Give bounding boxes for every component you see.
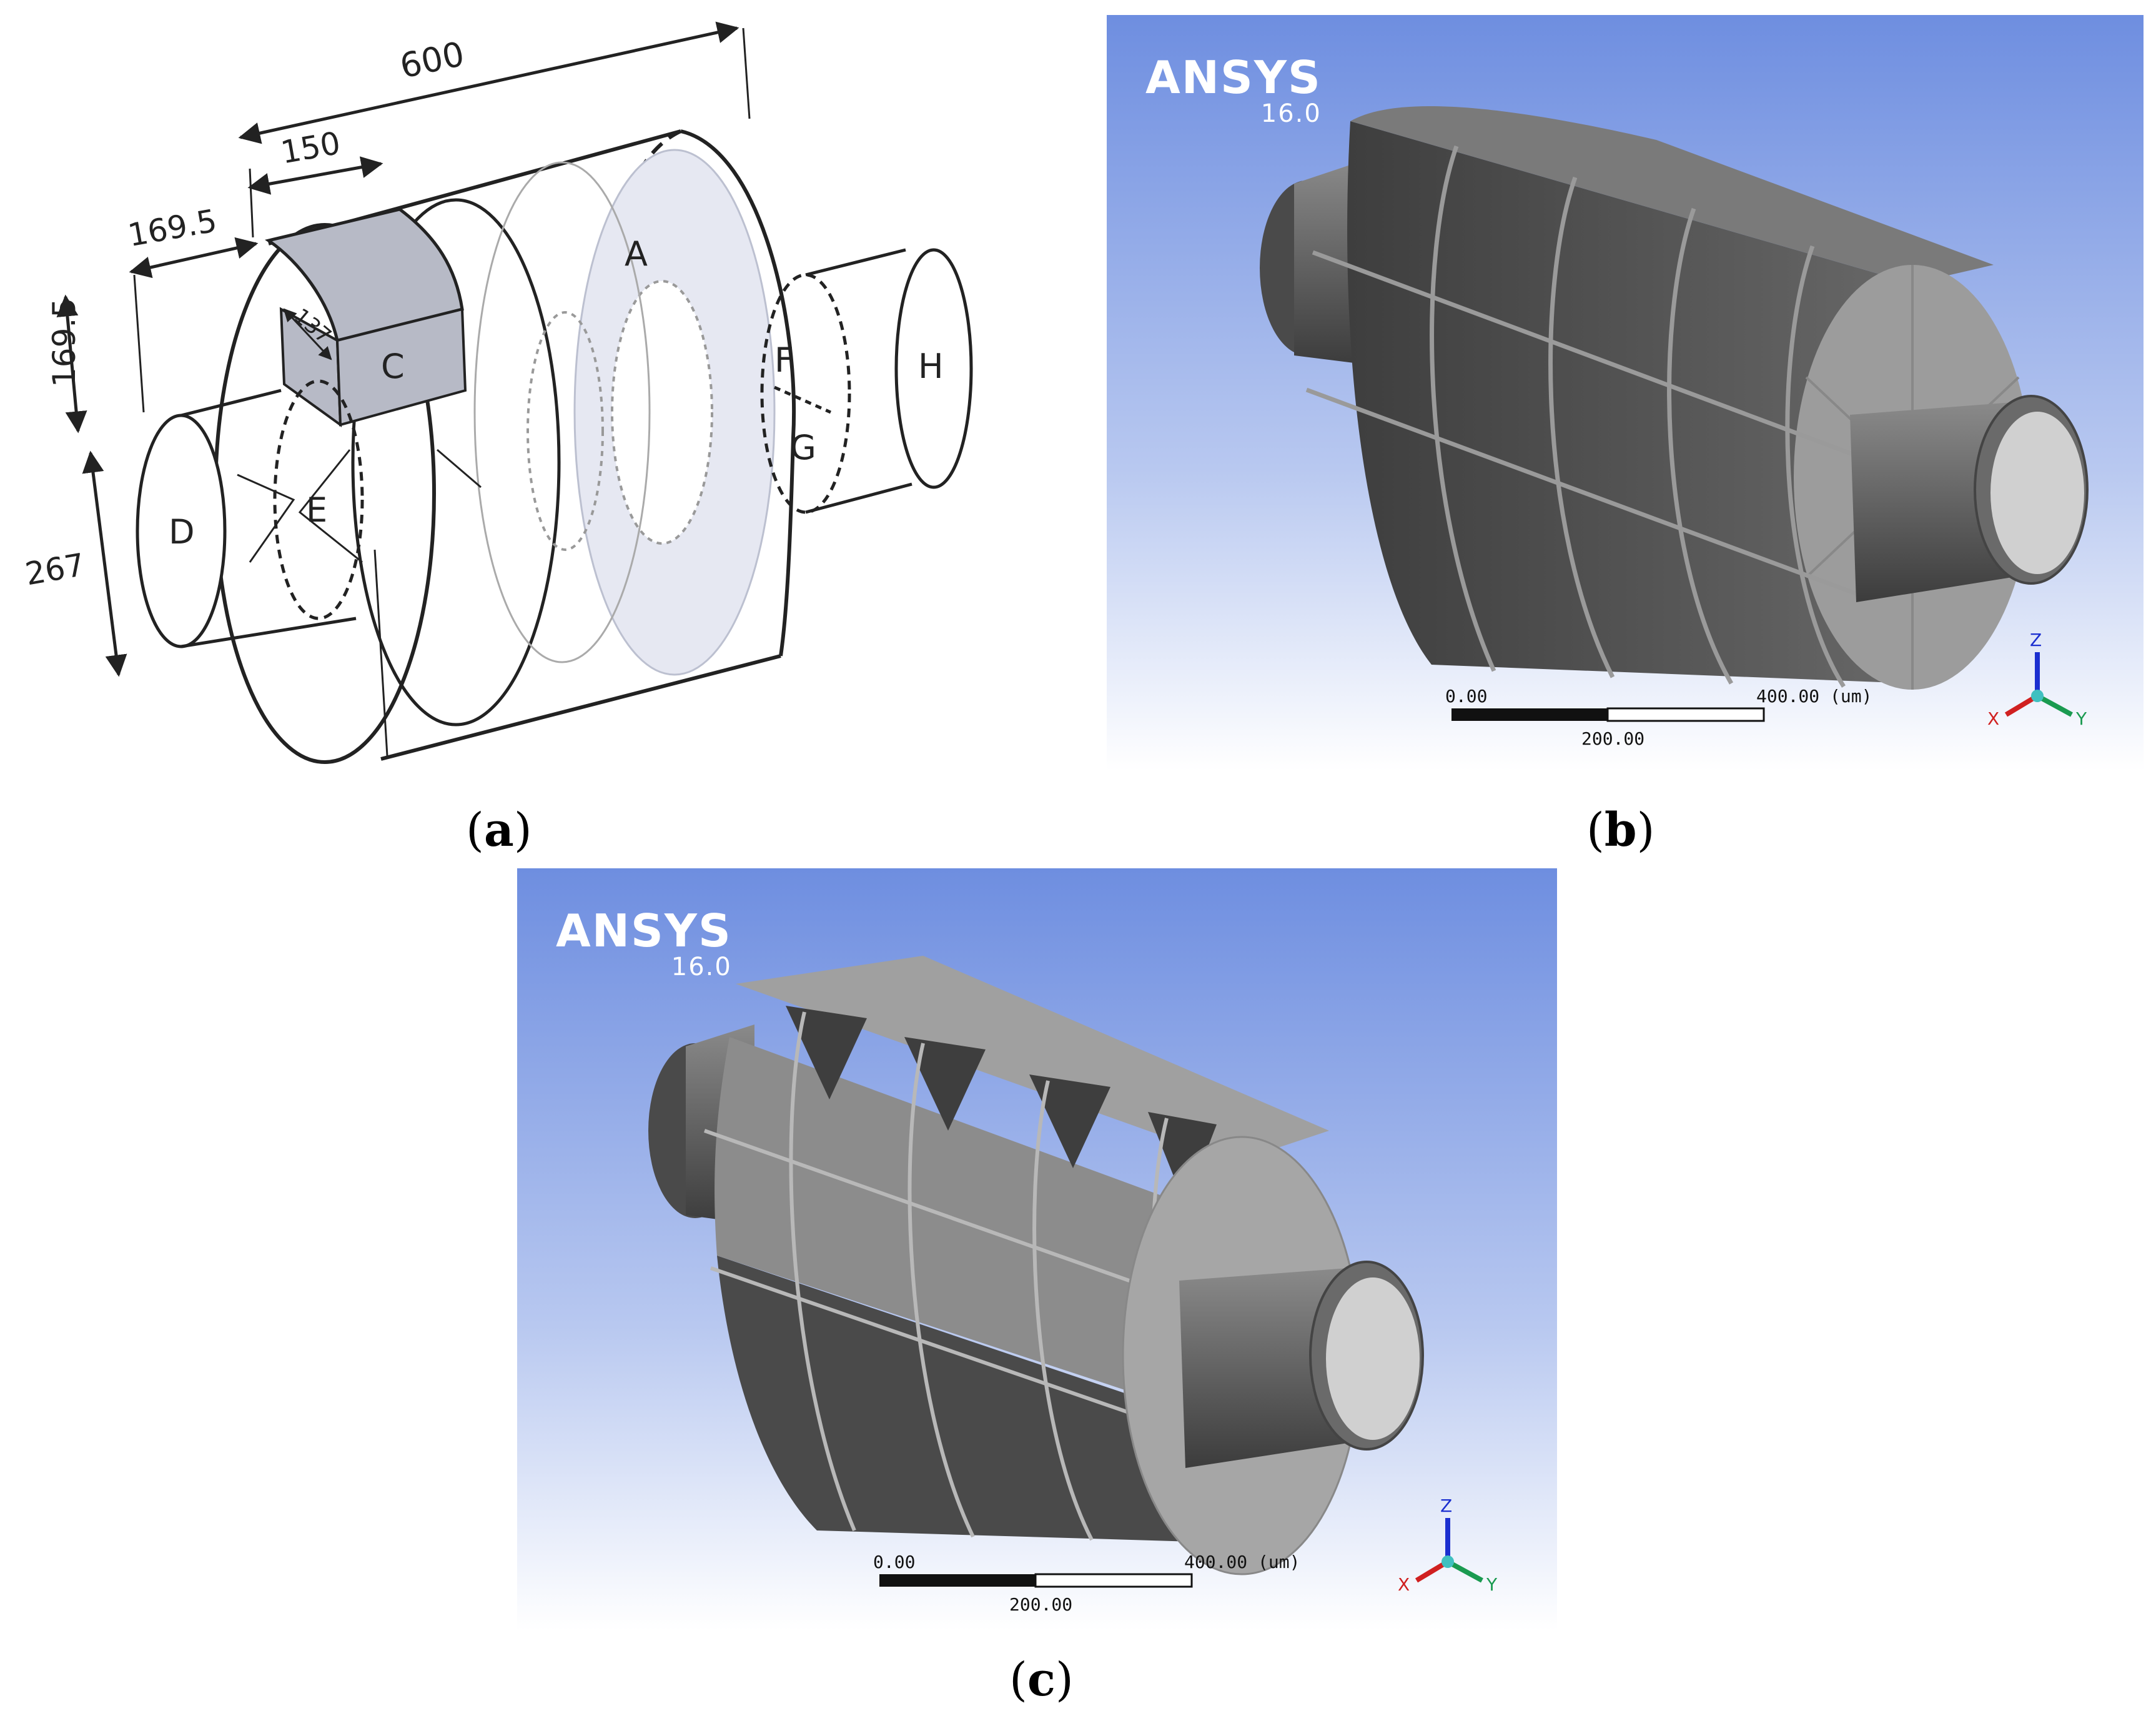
disk-a: [473, 149, 776, 676]
label-c: C: [381, 347, 405, 386]
panel-b-ansys-viewport: 0.00 400.00 (um) 200.00 Z Y X ANSYS 16.0: [1107, 15, 2144, 771]
axis-y-c: Y: [1486, 1574, 1498, 1595]
axis-x-b: X: [1987, 708, 1999, 729]
scale-left-c: 0.00: [873, 1552, 915, 1572]
inlet-pipe-d: [136, 379, 482, 756]
caption-c-letter: c: [1027, 1653, 1056, 1707]
outlet-pipe-h: [760, 248, 973, 514]
panel-c-ansys-viewport: 0.00 400.00 (um) 200.00 Z Y X ANSYS 16.0: [517, 868, 1557, 1630]
scale-right-c: 400.00 (um): [1184, 1552, 1300, 1572]
scale-left-b: 0.00: [1445, 686, 1487, 707]
label-d: D: [169, 512, 195, 552]
caption-a-letter: a: [483, 803, 514, 857]
ansys-version-b: 16.0: [1260, 99, 1322, 128]
dimension-lines: [56, 21, 751, 677]
ansys-logo-b: ANSYS 16.0: [1145, 55, 1322, 126]
panel-a-dimension-drawing: 600 150 169.5 169.5 267 137 A C D E F G …: [0, 0, 1099, 787]
dimension-drawing-svg: 600 150 169.5 169.5 267 137 A C D E F G …: [22, 21, 973, 764]
cylinder-model-c: [648, 956, 1424, 1575]
ansys-version-c: 16.0: [671, 953, 732, 981]
dim-169-5-width: 169.5: [125, 202, 219, 254]
axis-triad-b: Z Y X: [1987, 630, 2087, 729]
caption-b: (b): [1586, 803, 1655, 857]
axis-y-b: Y: [2075, 708, 2087, 729]
scale-bar-b: 0.00 400.00 (um) 200.00: [1445, 686, 1872, 749]
ansys-model-c-svg: 0.00 400.00 (um) 200.00 Z Y X: [517, 868, 1557, 1630]
scale-right-b: 400.00 (um): [1756, 686, 1872, 707]
axis-z-b: Z: [2030, 630, 2042, 650]
dim-169-5-height: 169.5: [46, 298, 82, 387]
scale-mid-b: 200.00: [1581, 728, 1644, 749]
label-f: F: [774, 340, 794, 380]
scale-mid-c: 200.00: [1009, 1594, 1072, 1615]
dim-150: 150: [278, 125, 343, 171]
ansys-logo-c: ANSYS 16.0: [556, 908, 732, 980]
label-h: H: [918, 347, 944, 386]
dim-600: 600: [397, 34, 468, 86]
caption-c: (c): [1009, 1653, 1074, 1707]
label-a: A: [625, 234, 648, 274]
cylinder-model-b: [1260, 106, 2089, 690]
scale-bar-c: 0.00 400.00 (um) 200.00: [873, 1552, 1300, 1615]
dim-267: 267: [22, 547, 87, 593]
ansys-brand-b: ANSYS: [1145, 51, 1322, 104]
label-g: G: [790, 428, 816, 467]
caption-a: (a): [466, 803, 532, 857]
axis-triad-c: Z Y X: [1398, 1495, 1498, 1595]
ansys-brand-c: ANSYS: [556, 905, 732, 957]
axis-x-c: X: [1398, 1574, 1410, 1595]
axis-z-c: Z: [1440, 1495, 1452, 1516]
ansys-model-b-svg: 0.00 400.00 (um) 200.00 Z Y X: [1107, 15, 2144, 771]
caption-b-letter: b: [1604, 803, 1637, 857]
label-e: E: [306, 490, 327, 530]
